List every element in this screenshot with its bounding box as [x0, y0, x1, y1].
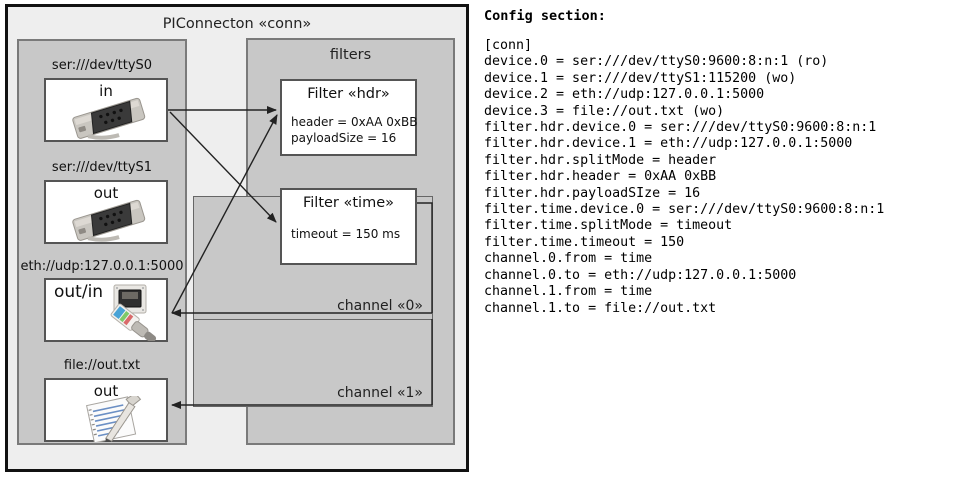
filter-time-title: Filter «time»: [302, 195, 395, 211]
filter-time-attr-timeout: timeout = 150 ms: [291, 227, 401, 241]
config-heading: Config section:: [484, 8, 606, 24]
device-caption-in: in: [99, 82, 113, 100]
filter-card-time[interactable]: Filter «time» timeout = 150 ms: [280, 188, 417, 265]
device-caption-out-file: out: [93, 382, 119, 400]
text-file-icon: [86, 396, 142, 442]
filters-title: filters: [329, 47, 372, 63]
filter-hdr-attr-payloadsize: payloadSize = 16: [291, 131, 397, 145]
channel-1-box: channel «1»: [193, 319, 433, 407]
channel-0-label: channel «0»: [337, 298, 423, 314]
ethernet-jack-icon: [110, 284, 157, 341]
device-label-eth: eth://udp:127.0.0.1:5000: [20, 259, 184, 274]
device-label-file: file://out.txt: [63, 358, 141, 373]
filter-card-hdr[interactable]: Filter «hdr» header = 0xAA 0xBB payloadS…: [280, 79, 417, 156]
device-card-eth[interactable]: out/in: [44, 278, 168, 342]
serial-connector-icon: [72, 97, 146, 140]
conn-title: PIConnecton «conn»: [162, 16, 312, 32]
device-card-ttys0[interactable]: in: [44, 78, 168, 142]
device-card-file[interactable]: out: [44, 378, 168, 442]
filter-hdr-attr-header: header = 0xAA 0xBB: [291, 115, 418, 129]
device-label-ttys1: ser:///dev/ttyS1: [51, 160, 153, 175]
device-caption-out-serial: out: [93, 184, 119, 202]
config-panel: Config section: [conn] device.0 = ser://…: [480, 0, 964, 484]
device-card-ttys1[interactable]: out: [44, 180, 168, 244]
filter-hdr-title: Filter «hdr»: [307, 86, 390, 102]
device-caption-outin: out/in: [54, 282, 104, 302]
channel-1-label: channel «1»: [337, 385, 423, 401]
device-label-ttys0: ser:///dev/ttyS0: [51, 58, 153, 73]
architecture-diagram: PIConnecton «conn» ser:///dev/ttyS0 in s…: [0, 0, 480, 484]
config-text: [conn] device.0 = ser:///dev/ttyS0:9600:…: [484, 38, 885, 316]
serial-connector-icon: [72, 199, 146, 242]
